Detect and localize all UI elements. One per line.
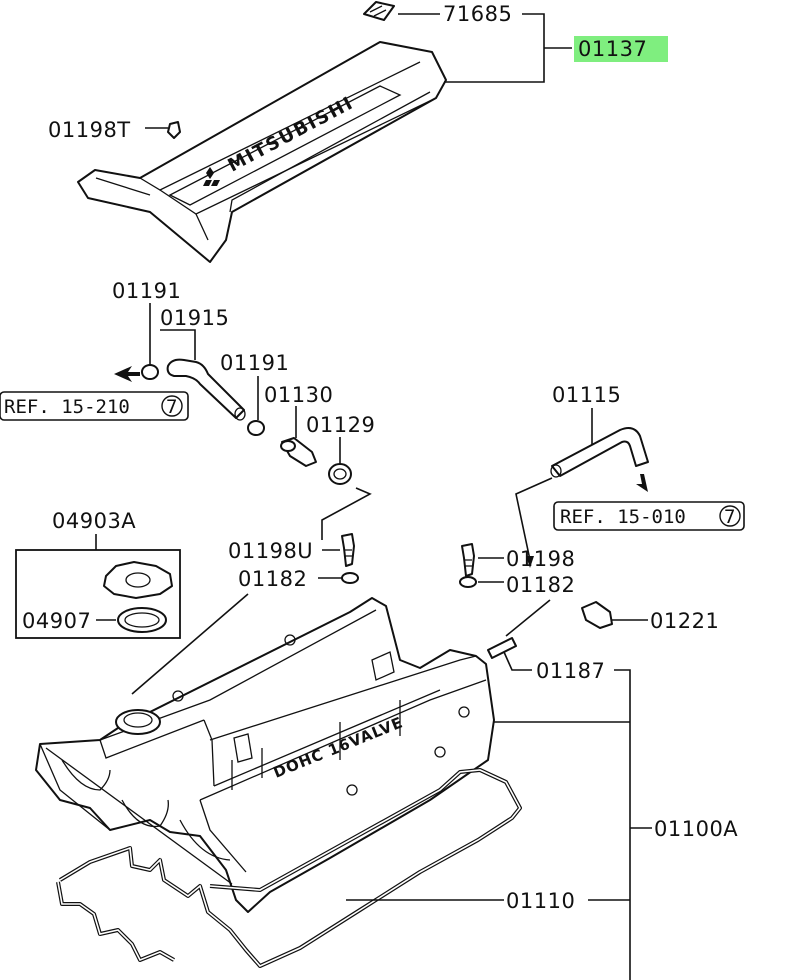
bolt-01198T-part[interactable] <box>167 121 181 139</box>
gasket-01110-part[interactable] <box>56 768 522 968</box>
label-01198U[interactable]: 01198U <box>228 539 313 563</box>
ref-left-circle-num: 7 <box>166 396 177 418</box>
ref-left-text: REF. 15-210 <box>4 396 130 418</box>
label-01137[interactable]: 01137 <box>578 37 647 61</box>
three-diamond-logo <box>203 167 220 186</box>
label-01221[interactable]: 01221 <box>650 609 719 633</box>
ref-left-box[interactable]: REF. 15-210 7 <box>0 391 189 421</box>
label-01110[interactable]: 01110 <box>506 889 575 913</box>
grommet-01129-part[interactable] <box>328 463 352 485</box>
arrow-left-icon <box>114 366 140 382</box>
stud-01187-part[interactable] <box>487 637 517 659</box>
label-01915[interactable]: 01915 <box>160 306 229 330</box>
label-01191-a[interactable]: 01191 <box>112 279 181 303</box>
ref-right-box[interactable]: REF. 15-010 7 <box>553 501 745 531</box>
ref-right-text: REF. 15-010 <box>560 506 686 528</box>
label-04907[interactable]: 04907 <box>22 609 91 633</box>
cap-01221-part[interactable] <box>581 601 613 629</box>
label-01115[interactable]: 01115 <box>552 383 621 407</box>
clamp-01191-left-part[interactable] <box>141 364 159 380</box>
label-01100A[interactable]: 01100A <box>654 817 738 841</box>
label-01198[interactable]: 01198 <box>506 547 575 571</box>
engine-cover-part[interactable]: MITSUBISHI <box>77 41 447 263</box>
rocker-cover-01100A-part[interactable]: DOHC 16VALVE <box>35 597 495 913</box>
hose-01915-part[interactable] <box>166 358 246 421</box>
label-01130[interactable]: 01130 <box>264 383 333 407</box>
highlight-01137 <box>574 36 668 62</box>
bolt-01198U-part[interactable] <box>341 533 355 567</box>
arrow-down-icon <box>636 474 648 492</box>
label-01129[interactable]: 01129 <box>306 413 375 437</box>
label-04903A[interactable]: 04903A <box>52 509 136 533</box>
washer-01182-left-part[interactable] <box>341 572 359 584</box>
label-01182-b[interactable]: 01182 <box>506 573 575 597</box>
washer-01182-right-part[interactable] <box>459 576 477 588</box>
label-01182-a[interactable]: 01182 <box>238 567 307 591</box>
clip-71685-part[interactable] <box>363 1 395 21</box>
hose-01115-part[interactable] <box>550 427 649 478</box>
label-01198T[interactable]: 01198T <box>48 118 131 142</box>
label-71685[interactable]: 71685 <box>443 2 512 26</box>
label-01191-b[interactable]: 01191 <box>220 351 289 375</box>
clamp-01191-right-part[interactable] <box>247 420 265 436</box>
oil-cap-04903A-part[interactable] <box>103 561 173 599</box>
oil-cap-gasket-04907-part[interactable] <box>117 607 167 633</box>
ref-right-circle-num: 7 <box>724 506 735 528</box>
pcv-valve-01130-part[interactable] <box>280 437 317 467</box>
label-01187[interactable]: 01187 <box>536 659 605 683</box>
bolt-01198-part[interactable] <box>461 543 475 577</box>
